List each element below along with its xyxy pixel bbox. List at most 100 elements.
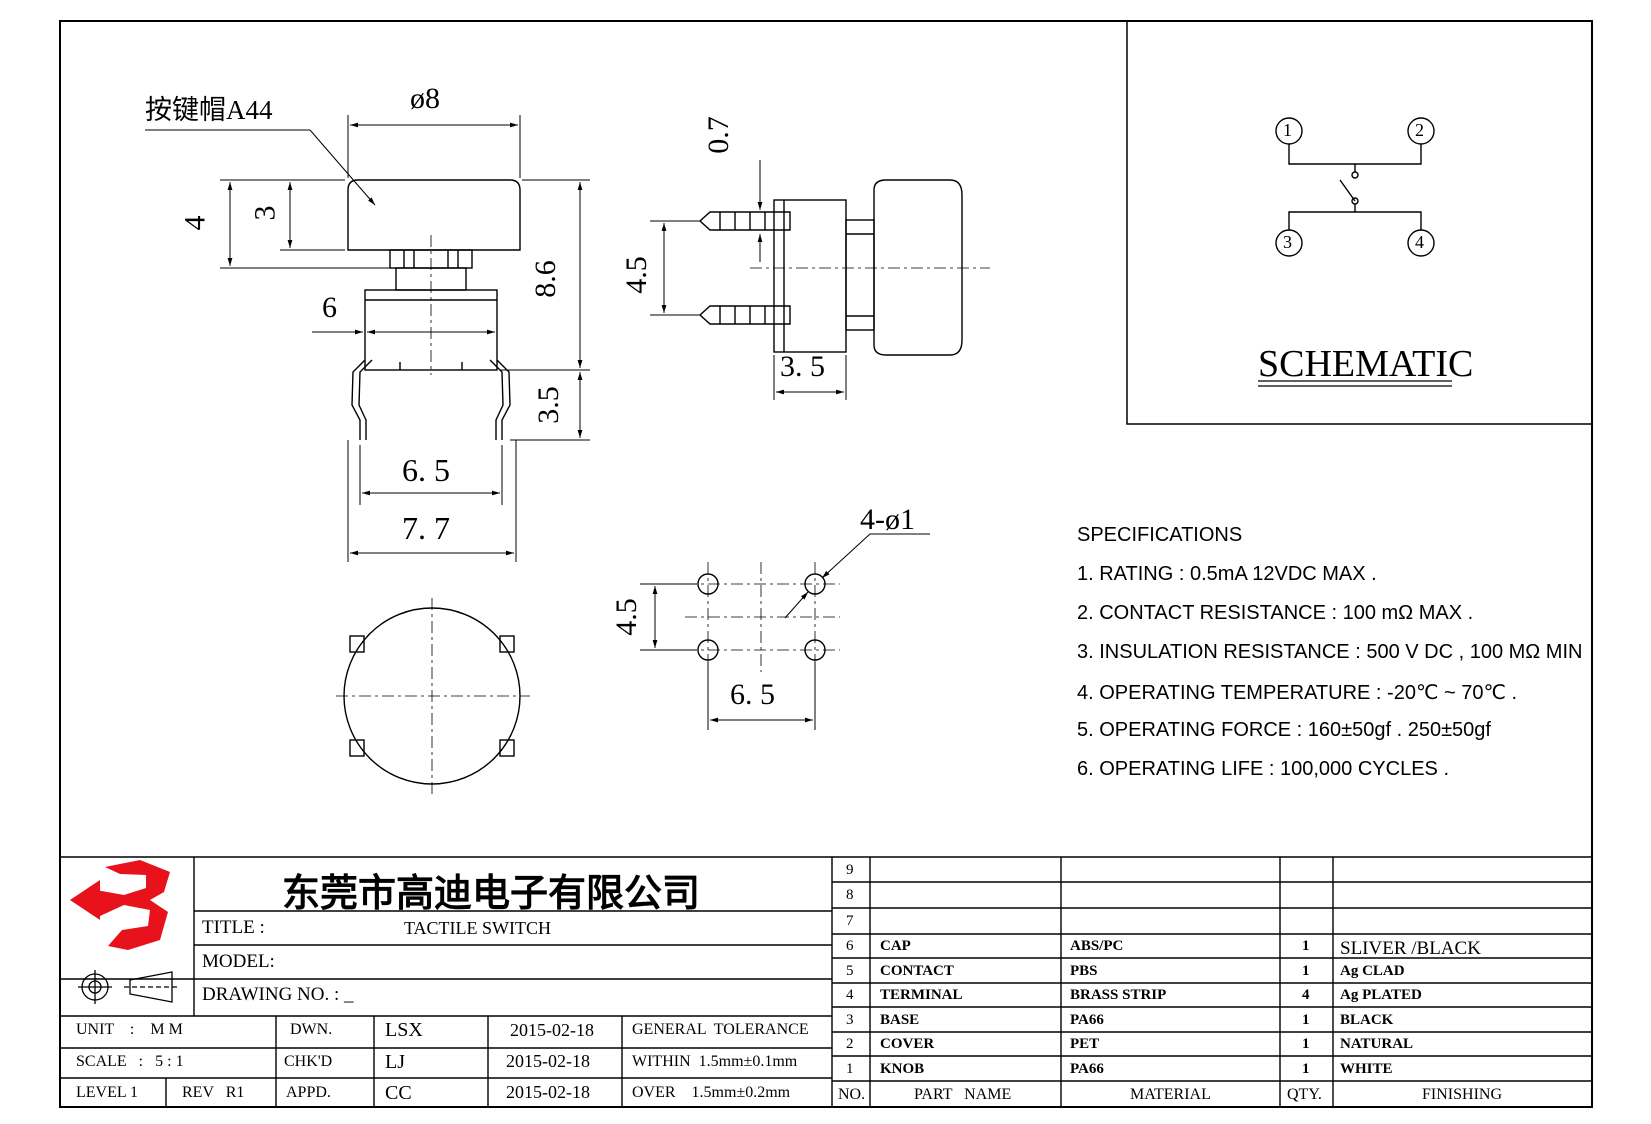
pcb-layout	[685, 562, 840, 672]
row-finishing: NATURAL	[1340, 1036, 1414, 1052]
spec-item: 3. INSULATION RESISTANCE : 500 V DC , 10…	[1077, 641, 1583, 663]
dim-6-5-pcb: 6. 5	[730, 678, 775, 711]
pin-3-label: 3	[1283, 232, 1292, 252]
model-label: MODEL:	[202, 951, 275, 972]
drawing-no-label: DRAWING NO. : _	[202, 984, 354, 1005]
side-view-dimensions	[650, 160, 847, 400]
header-no: NO.	[838, 1086, 866, 1103]
tolerance-title: GENERAL TOLERANCE	[632, 1021, 809, 1038]
appd-date: 2015-02-18	[506, 1082, 590, 1102]
title-label: TITLE :	[202, 917, 265, 938]
dim-hole: 4-ø1	[860, 503, 915, 536]
row-no: 2	[846, 1036, 854, 1052]
dim-3: 3	[248, 205, 282, 221]
header-part-name: PART NAME	[914, 1086, 1012, 1103]
spec-item: 4. OPERATING TEMPERATURE : -20℃ ~ 70℃ .	[1077, 682, 1518, 704]
dim-diameter: ø8	[410, 82, 440, 115]
dim-3-5-bottom: 3. 5	[780, 350, 825, 383]
title-block-grid	[60, 856, 1592, 1107]
appd-name: CC	[385, 1082, 412, 1104]
row-qty: 1	[1302, 1012, 1310, 1028]
row-part-name: TERMINAL	[880, 987, 963, 1003]
cap-label: 按键帽A44	[145, 95, 273, 125]
header-material: MATERIAL	[1130, 1086, 1211, 1103]
schematic-box	[1126, 20, 1593, 425]
top-view	[336, 598, 530, 795]
tolerance-over: OVER 1.5mm±0.2mm	[632, 1084, 791, 1101]
projection-symbol-icon	[78, 970, 178, 1004]
spec-item: 2. CONTACT RESISTANCE : 100 mΩ MAX .	[1077, 602, 1474, 624]
chkd-name: LJ	[385, 1051, 405, 1073]
spec-item: 6. OPERATING LIFE : 100,000 CYCLES .	[1077, 758, 1450, 780]
pin-2-label: 2	[1415, 120, 1424, 140]
row-material: PA66	[1070, 1061, 1104, 1077]
row-no: 6	[846, 938, 854, 954]
row-finishing: Ag PLATED	[1340, 987, 1422, 1003]
dim-8-6: 8.6	[528, 260, 562, 298]
spec-heading: SPECIFICATIONS	[1077, 524, 1243, 546]
row-finishing: WHITE	[1340, 1061, 1393, 1077]
row-part-name: KNOB	[880, 1061, 925, 1077]
row-material: PET	[1070, 1036, 1100, 1052]
row-no: 5	[846, 963, 854, 979]
row-material: ABS/PC	[1070, 938, 1124, 954]
dim-6-5: 6. 5	[402, 452, 450, 488]
drawing-frame	[59, 20, 1593, 1108]
row-part-name: CAP	[880, 938, 911, 954]
row-qty: 1	[1302, 1036, 1310, 1052]
header-finishing: FINISHING	[1422, 1086, 1502, 1103]
rev-cell: REV R1	[182, 1084, 245, 1101]
row-part-name: COVER	[880, 1036, 935, 1052]
dwn-label: DWN.	[290, 1021, 333, 1038]
dim-4-5-pcb: 4.5	[609, 598, 643, 636]
dim-4: 4	[178, 215, 212, 231]
title-value: TACTILE SWITCH	[404, 918, 552, 938]
dim-4-5-side: 4.5	[619, 256, 653, 294]
row-no: 4	[846, 987, 854, 1003]
row-material: BRASS STRIP	[1070, 987, 1167, 1003]
appd-label: APPD.	[286, 1084, 331, 1101]
row-no: 8	[846, 887, 854, 903]
row-no: 7	[846, 913, 854, 929]
row-finishing: Ag CLAD	[1340, 963, 1405, 979]
unit-cell: UNIT : M M	[76, 1021, 183, 1038]
dim-6: 6	[322, 291, 337, 324]
company-logo	[70, 860, 170, 950]
spec-item: 1. RATING : 0.5mA 12VDC MAX .	[1077, 563, 1377, 585]
company-name: 东莞市高迪电子有限公司	[282, 873, 701, 915]
row-finishing: SLIVER /BLACK	[1340, 938, 1481, 959]
pin-1-label: 1	[1283, 120, 1292, 140]
row-qty: 1	[1302, 1061, 1310, 1077]
schematic-title: SCHEMATIC	[1258, 343, 1474, 385]
row-finishing: BLACK	[1340, 1012, 1394, 1028]
row-no: 3	[846, 1012, 854, 1028]
row-no: 9	[846, 862, 854, 878]
scale-cell: SCALE : 5 : 1	[76, 1053, 184, 1070]
front-view-dimensions	[145, 115, 590, 562]
chkd-date: 2015-02-18	[506, 1051, 590, 1071]
row-qty: 4	[1302, 987, 1310, 1003]
row-qty: 1	[1302, 938, 1310, 954]
pin-4-label: 4	[1415, 232, 1424, 252]
row-part-name: BASE	[880, 1012, 920, 1028]
level-cell: LEVEL 1	[76, 1084, 139, 1101]
chkd-label: CHK'D	[284, 1053, 333, 1070]
row-material: PA66	[1070, 1012, 1104, 1028]
dim-3-5-side: 3.5	[531, 386, 565, 424]
dim-7-7: 7. 7	[402, 510, 450, 546]
front-view	[347, 179, 521, 440]
row-qty: 1	[1302, 963, 1310, 979]
pcb-dimensions	[640, 533, 930, 730]
dwn-name: LSX	[385, 1019, 423, 1041]
header-qty: QTY.	[1287, 1086, 1322, 1103]
dim-0-7: 0.7	[701, 116, 735, 154]
dwn-date: 2015-02-18	[510, 1020, 594, 1040]
row-material: PBS	[1070, 963, 1098, 979]
spec-item: 5. OPERATING FORCE : 160±50gf . 250±50gf	[1077, 719, 1491, 741]
row-part-name: CONTACT	[880, 963, 954, 979]
tolerance-within: WITHIN 1.5mm±0.1mm	[632, 1053, 798, 1070]
side-view	[698, 179, 990, 356]
schematic-symbol	[1258, 117, 1452, 387]
row-no: 1	[846, 1061, 854, 1077]
